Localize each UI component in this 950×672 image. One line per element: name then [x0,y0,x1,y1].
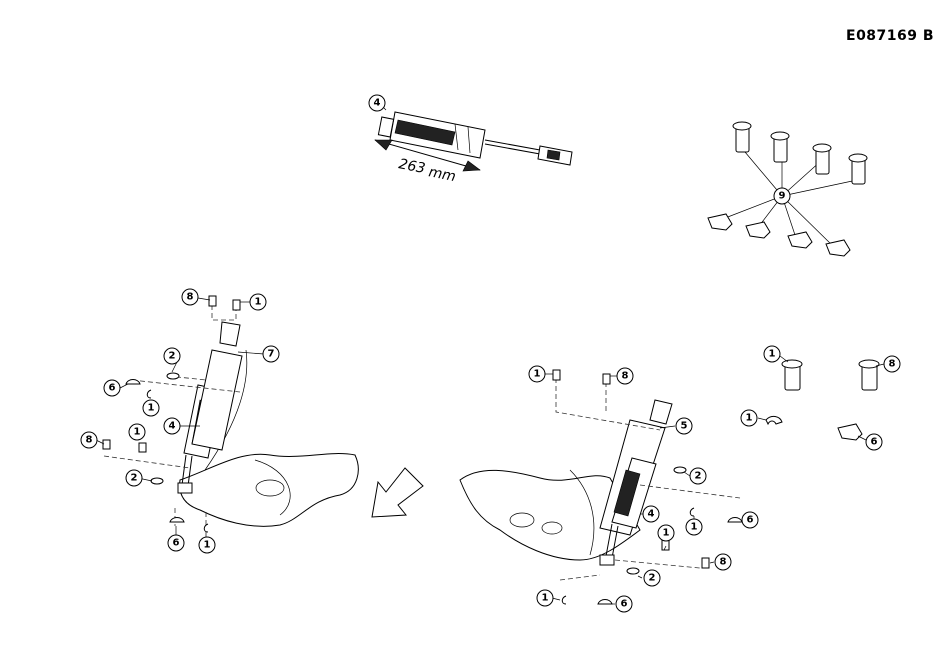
svg-text:6: 6 [621,599,628,610]
right-assembly [460,370,744,604]
callout-8-far-right: 8 [884,356,900,372]
svg-text:7: 7 [268,349,275,360]
left-assembly [96,296,358,542]
callout-7-left-top: 6 [104,380,120,396]
svg-text:6: 6 [109,383,116,394]
svg-text:4: 4 [169,421,176,432]
callout-8-left-top: 8 [182,289,198,305]
callout-1-far-right-lower: 1 [741,410,757,426]
svg-text:9: 9 [779,191,786,202]
svg-text:2: 2 [169,351,176,362]
callout-2-left-top: 2 [164,348,180,364]
svg-text:8: 8 [86,435,93,446]
svg-text:2: 2 [695,471,702,482]
callout-8-left-lower: 8 [81,432,97,448]
dimension-value: 263 [397,156,426,177]
callout-4-top: 4 [369,95,385,111]
svg-text:1: 1 [134,427,141,438]
callout-6: 7 [263,346,279,362]
svg-text:1: 1 [663,528,670,539]
callout-5: 5 [676,418,692,434]
svg-text:1: 1 [148,403,155,414]
callout-1-right-lower: 1 [658,525,674,541]
callout-4-left: 4 [164,418,180,434]
svg-text:2: 2 [649,573,656,584]
svg-text:6: 6 [173,538,180,549]
svg-text:1: 1 [534,369,541,380]
svg-text:6: 6 [871,437,878,448]
svg-text:5: 5 [681,421,688,432]
svg-text:4: 4 [648,509,655,520]
callout-2-right-lower: 2 [644,570,660,586]
callout-8-right-top: 8 [617,368,633,384]
callout-2-right-top: 2 [690,468,706,484]
callout-1-left-lower: 1 [129,424,145,440]
svg-text:8: 8 [889,359,896,370]
dimension-unit: mm [427,164,457,185]
callout-2-left-lower: 2 [126,470,142,486]
callout-1-right-top: 1 [529,366,545,382]
svg-text:8: 8 [720,557,727,568]
callout-1-left-bottom: 1 [199,537,215,553]
callout-1-right-mid: 1 [686,519,702,535]
svg-text:1: 1 [542,593,549,604]
svg-text:1: 1 [746,413,753,424]
svg-text:8: 8 [187,292,194,303]
callout-7-far-right: 6 [866,434,882,450]
svg-text:4: 4 [374,98,381,109]
direction-arrow [372,468,423,517]
callout-7-left-bottom: 6 [168,535,184,551]
callout-1-far-right-top: 1 [764,346,780,362]
svg-text:1: 1 [204,540,211,551]
svg-text:1: 1 [769,349,776,360]
callout-1-left-mid: 1 [143,400,159,416]
callout-4-right: 4 [643,506,659,522]
callout-8-right-lower: 8 [715,554,731,570]
callout-7-right-bottom: 6 [616,596,632,612]
callout-1-left-top: 1 [250,294,266,310]
svg-text:1: 1 [691,522,698,533]
loose-parts [758,356,884,440]
hardware-kit [708,122,867,256]
callout-9: 9 [774,188,790,204]
svg-text:6: 6 [747,515,754,526]
svg-text:2: 2 [131,473,138,484]
callout-1-right-bottom: 1 [537,590,553,606]
callout-7-right-mid: 6 [742,512,758,528]
svg-text:8: 8 [622,371,629,382]
svg-text:1: 1 [255,297,262,308]
